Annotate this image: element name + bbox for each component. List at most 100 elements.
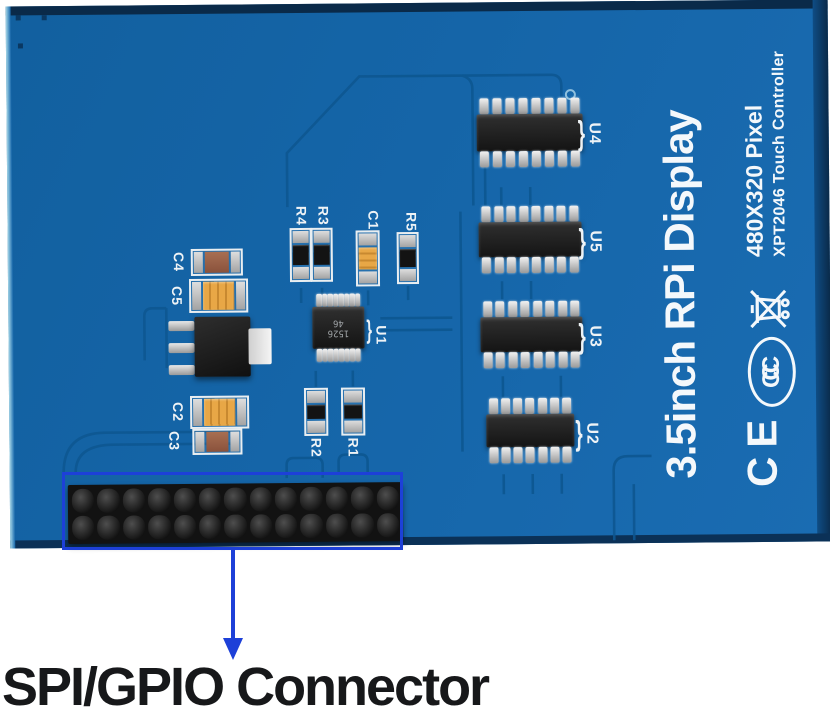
ccc-icon: CCC: [747, 336, 797, 408]
label-c1: C1: [365, 210, 382, 231]
ic-pins: [481, 351, 583, 369]
pin-brace: }: [577, 114, 586, 153]
ic-body: 1526 46: [312, 306, 365, 349]
solder-pad: [195, 431, 205, 452]
solder-pad: [344, 420, 363, 433]
pin-brace: }: [578, 222, 587, 261]
capacitor-c2: [190, 395, 250, 429]
board-edge-right: [812, 0, 830, 542]
solder-pad: [192, 281, 202, 310]
ic-pins: [486, 446, 574, 464]
tantalum-body: [203, 281, 235, 310]
pin-brace: }: [578, 317, 586, 356]
label-u3: U3: [586, 325, 604, 348]
label-u1: U1: [373, 325, 390, 346]
ic-body: [478, 221, 582, 258]
regulator-lead: [168, 320, 195, 332]
capacitor-c5: [188, 278, 249, 313]
ic-pins: [478, 205, 581, 223]
label-c5: C5: [169, 286, 186, 307]
label-c3: C3: [166, 431, 183, 452]
label-u4: U4: [585, 122, 603, 145]
label-u5: U5: [586, 230, 604, 253]
ic-pins: [480, 300, 582, 318]
solder-pad: [399, 234, 416, 248]
solder-pad: [358, 233, 377, 246]
ic-pins: [312, 293, 364, 307]
label-r3: R3: [315, 205, 332, 226]
capacitor-c3: [192, 428, 243, 455]
solder-pad: [307, 420, 326, 433]
regulator-body: [194, 316, 251, 377]
label-c4: C4: [170, 251, 187, 273]
ic-body: [476, 113, 583, 152]
ceramic-body: [204, 251, 229, 273]
touch-controller-label: XPT2046 Touch Controller: [770, 50, 789, 257]
ic-u2: [486, 397, 575, 464]
ic-body: [480, 316, 583, 353]
solder-pad: [292, 230, 309, 244]
solder-pad: [358, 271, 378, 284]
ceramic-body: [206, 431, 229, 452]
chip-body: [344, 404, 363, 419]
solder-pad: [230, 431, 240, 452]
solder-pad: [237, 398, 247, 426]
resistor-r2: [303, 387, 329, 436]
label-r5: R5: [403, 211, 420, 233]
pin-brace: }: [366, 314, 373, 345]
resistor-r3: [310, 227, 334, 282]
annotation-label: SPI/GPIO Connector: [2, 657, 490, 711]
regulator-lead: [168, 342, 195, 354]
board-title: 3.5inch RPi Display: [654, 110, 705, 479]
solder-pad: [230, 251, 240, 273]
pin-brace: }: [575, 414, 583, 453]
ic-pins: [477, 150, 583, 168]
resolution-label: 480X320 Pixel: [740, 104, 768, 258]
label-u2: U2: [583, 422, 601, 445]
voltage-regulator: [168, 316, 274, 379]
board-edge-left: [5, 6, 16, 549]
solder-pad: [193, 251, 203, 273]
ic-pins: [486, 397, 574, 415]
ic-u1-touch-controller: 1526 46: [312, 293, 365, 362]
ic-marking-line: 46: [332, 317, 344, 328]
ic-u3: [480, 300, 583, 369]
ic-pins: [476, 97, 582, 115]
down-arrow-icon: [223, 550, 243, 660]
ccc-letters: CCC: [757, 365, 785, 389]
solder-pad: [236, 281, 246, 310]
resistor-r1: [340, 387, 366, 436]
resistor-r4: [289, 227, 313, 283]
weee-crossed-bin-icon: [750, 289, 790, 329]
chip-body: [307, 404, 326, 419]
solder-pad: [306, 390, 326, 403]
highlight-rectangle: [62, 472, 403, 550]
capacitor-c4: [190, 248, 243, 276]
chip-body: [292, 244, 309, 266]
ic-pins: [479, 256, 582, 274]
board-edge-top: [5, 0, 828, 16]
solder-pad: [343, 390, 363, 403]
label-r2: R2: [308, 437, 325, 458]
capacitor-c1: [355, 230, 381, 287]
ic-u5: [478, 205, 582, 274]
tantalum-body: [358, 247, 377, 270]
chip-body: [399, 248, 416, 268]
ic-body: [486, 413, 575, 448]
label-c2: C2: [170, 402, 187, 423]
ic-u4: [476, 97, 583, 168]
ic-marking: 1526 46: [312, 306, 364, 348]
chip-body: [313, 244, 330, 265]
ic-marking-line: 1526: [327, 327, 350, 338]
label-r4: R4: [293, 205, 310, 226]
resistor-r5: [396, 231, 420, 285]
ic-pins: [313, 348, 365, 362]
solder-pad: [399, 268, 417, 282]
regulator-tab: [248, 328, 272, 365]
solder-pad: [292, 266, 309, 280]
label-r1: R1: [345, 437, 362, 458]
ce-mark: CE: [738, 410, 786, 488]
regulator-lead: [168, 364, 195, 376]
solder-pad: [193, 398, 203, 426]
